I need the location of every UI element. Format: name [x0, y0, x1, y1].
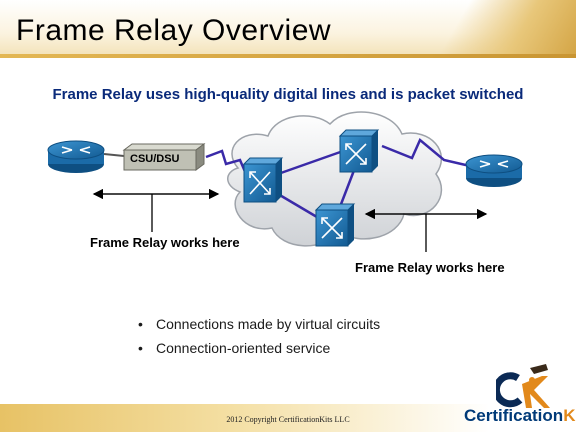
title-underline [0, 54, 576, 58]
ethernet-link-left [103, 153, 125, 157]
serial-link-right [381, 137, 471, 168]
certificationkits-logo-icon [496, 364, 550, 408]
bullet-text: Connection-oriented service [156, 340, 331, 356]
frame-relay-switch-1-icon [242, 157, 284, 203]
csu-dsu-label: CSU/DSU [130, 153, 180, 165]
right-range-label: Frame Relay works here [355, 260, 505, 275]
bullet-item: • Connection-oriented service [138, 338, 380, 362]
frame-relay-switch-3-icon [314, 203, 356, 247]
slide-subtitle: Frame Relay uses high-quality digital li… [52, 86, 524, 103]
bullet-item: • Connections made by virtual circuits [138, 314, 380, 338]
left-range-arrow [92, 188, 220, 232]
bullet-list: • Connections made by virtual circuits • C… [138, 314, 380, 362]
logo-accent-text: Kits [563, 406, 576, 425]
page-title: Frame Relay Overview [16, 14, 332, 47]
right-range-arrow [364, 208, 488, 252]
link-switch1-switch2 [277, 148, 347, 176]
copyright-text: 2012 Copyright CertificationKits LLC [226, 415, 350, 424]
frame-relay-cloud [227, 111, 443, 247]
title-accent [436, 0, 576, 56]
footer-bar [0, 404, 576, 432]
router-left-icon [47, 140, 105, 173]
certificationkits-logo-text: CertificationKits [464, 406, 576, 426]
csu-dsu-device [122, 143, 206, 171]
logo-main-text: Certification [464, 406, 564, 425]
frame-relay-switch-2-icon [338, 129, 380, 173]
link-switch1-switch3 [277, 192, 323, 222]
router-right-icon [465, 154, 523, 187]
bullet-dot-icon: • [138, 316, 143, 332]
bullet-dot-icon: • [138, 340, 143, 356]
network-diagram [47, 111, 523, 252]
bullet-text: Connections made by virtual circuits [156, 316, 381, 332]
left-range-label: Frame Relay works here [90, 235, 240, 250]
